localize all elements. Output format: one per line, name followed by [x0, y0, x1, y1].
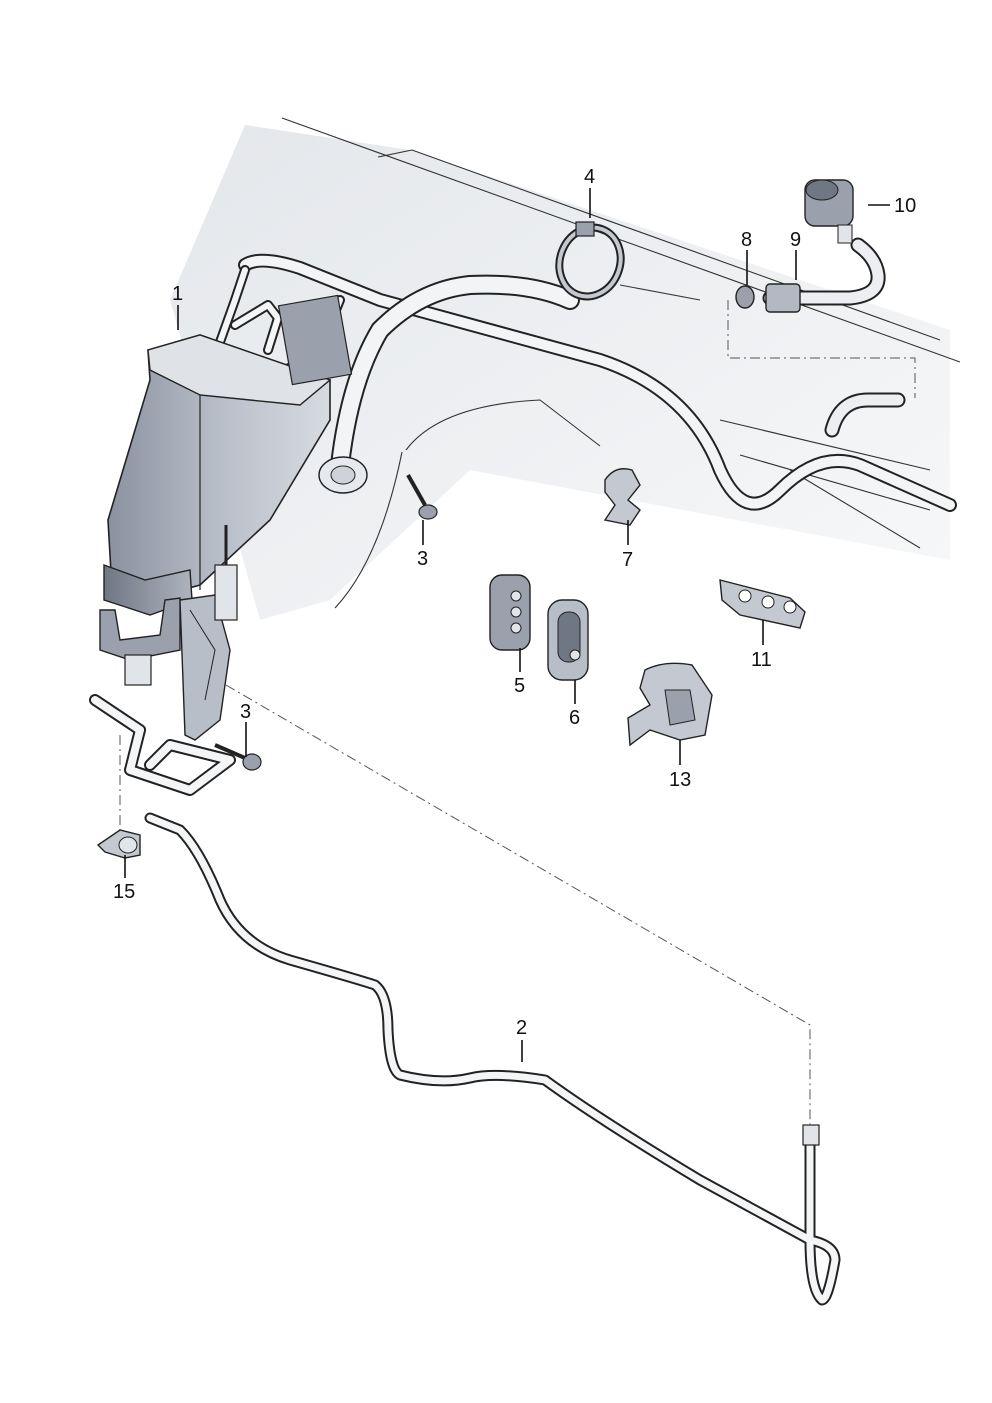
part-10-valve	[804, 179, 854, 244]
assembly-dash-lines	[119, 300, 916, 1125]
callout-2: 2	[516, 1017, 527, 1039]
part-3-screw-lower	[214, 743, 262, 771]
part-4-clamp	[555, 221, 625, 301]
part-11-line-holder	[719, 579, 806, 629]
callout-5: 5	[514, 675, 525, 697]
leader-lines	[124, 188, 890, 1062]
part-6-holder	[547, 599, 589, 681]
part-15-clip	[96, 829, 141, 859]
callout-11: 11	[751, 649, 772, 671]
callout-3-lower: 3	[240, 701, 251, 723]
part-1-charcoal-canister	[99, 294, 353, 686]
callout-4: 4	[584, 166, 595, 188]
callout-8: 8	[741, 229, 752, 251]
callout-3-upper: 3	[417, 548, 428, 570]
part-5-grommet	[489, 574, 531, 651]
part-7-clip	[603, 468, 641, 526]
callout-7: 7	[622, 549, 633, 571]
vent-hose	[762, 237, 906, 438]
callout-6: 6	[569, 707, 580, 729]
part-8-hose-clamp	[735, 285, 755, 309]
callout-13: 13	[669, 769, 691, 791]
part-13-clip	[627, 662, 713, 747]
callout-labels: 1 2 3 3 4 5 6 7 8 9 10 11 13 15	[113, 166, 916, 1039]
callout-15: 15	[113, 881, 135, 903]
line-holder-bracket	[89, 694, 236, 796]
callout-1: 1	[172, 283, 183, 305]
canister-bracket	[179, 525, 238, 741]
body-panel-background	[170, 117, 961, 620]
part-3-screw-upper	[406, 474, 438, 520]
part-2-vent-line	[144, 812, 841, 1306]
callout-10: 10	[894, 195, 916, 217]
upper-hose	[238, 253, 957, 512]
callout-9: 9	[790, 229, 801, 251]
